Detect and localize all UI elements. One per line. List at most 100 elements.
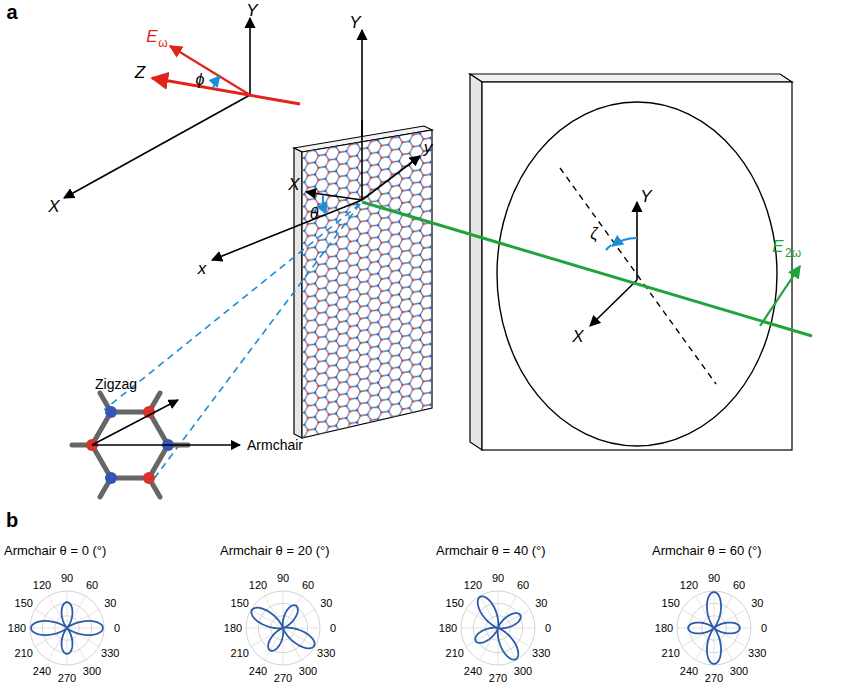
angle-label: ζ [590,226,597,242]
shg-polar-curve [31,602,103,654]
polar-plots [30,591,751,665]
angle-tick: 300 [514,666,532,677]
angle-tick: 180 [439,623,457,634]
field-label: E [772,238,783,255]
axis-label: Y [349,14,360,31]
plot-title: Armchair θ = 0 (°) [4,544,106,557]
angle-tick: 0 [545,623,551,634]
axis-label: y [424,139,433,156]
direction-label: Armchair [247,438,303,452]
polar-grid [67,628,68,665]
angle-tick: 0 [114,623,120,634]
angle-tick: 120 [33,579,51,590]
angle-tick: 210 [662,648,680,659]
angle-tick: 0 [761,623,767,634]
angle-tick: 150 [231,598,249,609]
polar-grid [677,591,751,665]
angle-tick: 270 [274,673,292,684]
crystal-frame [212,120,420,260]
angle-label: θ [310,206,319,222]
hexagon-inset [72,393,240,497]
shg-polar-curve [688,592,740,664]
angle-tick: 60 [517,579,529,590]
polar-grid [714,628,751,629]
angle-tick: 120 [680,579,698,590]
axis-label: x [198,260,207,277]
angle-tick: 150 [662,598,680,609]
angle-tick: 300 [730,666,748,677]
polar-grid [714,628,715,665]
shg-polar-curve [475,596,521,659]
plot-title: Armchair θ = 20 (°) [220,544,330,557]
angle-tick: 240 [680,666,698,677]
angle-tick: 60 [302,579,314,590]
field-label: E [146,28,157,45]
angle-tick: 180 [655,623,673,634]
polar-grid [67,628,104,629]
zoom-lines [104,204,360,484]
panel-letter: a [6,2,17,22]
polar-grid [461,591,535,665]
axis-label: X [48,198,59,215]
angle-tick: 90 [492,573,504,584]
angle-tick: 90 [61,573,73,584]
polar-grid [677,628,714,629]
angle-tick: 90 [277,573,289,584]
angle-tick: 30 [535,598,547,609]
polar-grid [714,591,715,628]
angle-tick: 30 [104,598,116,609]
angle-tick: 330 [748,648,766,659]
analyzer-panel [470,74,792,450]
phi-arc [213,76,220,88]
angle-tick: 180 [8,623,26,634]
axis-label: Z [135,64,145,81]
angle-tick: 300 [299,666,317,677]
angle-tick: 240 [33,666,51,677]
y-axis [361,30,363,200]
angle-tick: 120 [464,579,482,590]
shg-polar-curve [251,605,314,651]
angle-tick: 210 [15,648,33,659]
output-polarization-arrow [760,266,800,326]
direction-label: Zigzag [95,377,137,391]
angle-tick: 180 [224,623,242,634]
panel-letter: b [6,510,18,530]
axis-label: Y [640,188,651,205]
output-beam [362,202,812,336]
field-subscript: ω [158,37,167,49]
angle-tick: 120 [249,579,267,590]
polar-grid [246,591,320,665]
angle-tick: 150 [446,598,464,609]
angle-tick: 270 [705,673,723,684]
graphene-sample [294,100,434,445]
polar-grid [30,628,67,629]
angle-tick: 240 [464,666,482,677]
angle-tick: 330 [317,648,335,659]
angle-tick: 30 [320,598,332,609]
lab-frame-left [64,18,250,198]
zeta-arc [612,238,637,246]
angle-tick: 210 [446,648,464,659]
input-polarization-arrow [170,46,250,95]
axis-label: Y [246,2,257,19]
angle-tick: 330 [532,648,550,659]
angle-tick: 330 [101,648,119,659]
axis-label: X [572,328,583,345]
angle-tick: 270 [58,673,76,684]
angle-tick: 60 [86,579,98,590]
input-beam [152,78,300,104]
angle-label: ϕ [196,72,205,88]
angle-tick: 300 [83,666,101,677]
plot-title: Armchair θ = 60 (°) [652,544,762,557]
axis-label: X [288,176,299,193]
angle-tick: 270 [489,673,507,684]
polar-grid [67,591,68,628]
field-subscript: 2ω [785,247,801,259]
angle-tick: 0 [330,623,336,634]
angle-tick: 90 [708,573,720,584]
angle-tick: 150 [15,598,33,609]
polar-grid [30,591,104,665]
angle-tick: 240 [249,666,267,677]
angle-tick: 60 [733,579,745,590]
